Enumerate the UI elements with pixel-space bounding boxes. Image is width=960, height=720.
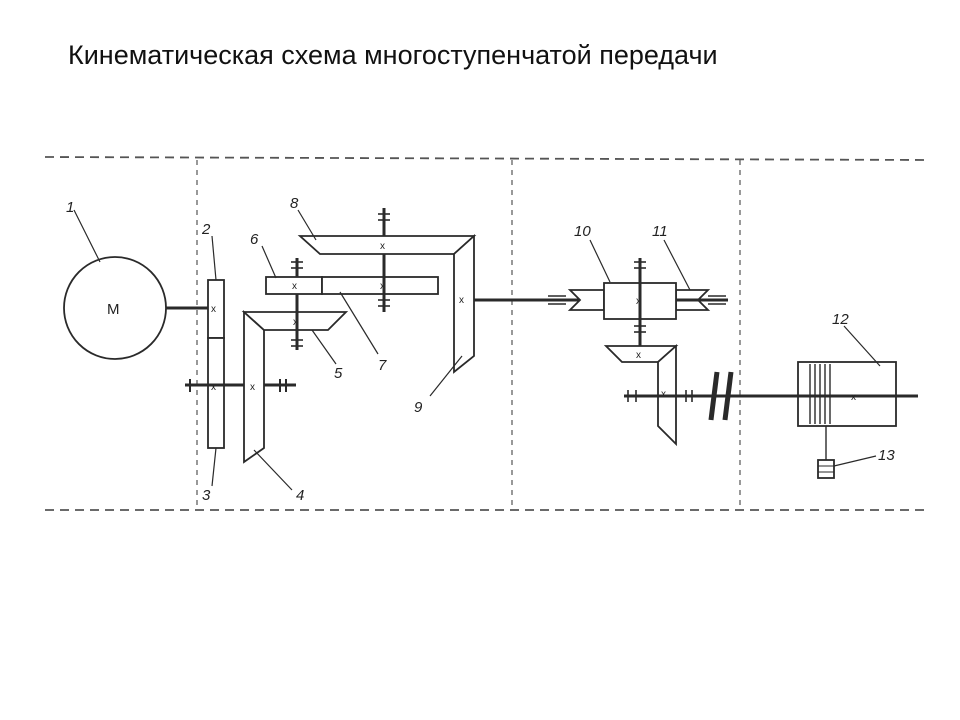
part-label-8: 8 xyxy=(290,195,299,212)
gear-mark: x xyxy=(380,241,385,252)
part-label-9: 9 xyxy=(414,399,423,416)
part-label-5: 5 xyxy=(334,365,343,382)
gear-mark: x xyxy=(211,382,216,393)
gear-mark: x xyxy=(459,295,464,306)
part-label-13: 13 xyxy=(878,447,895,464)
shaft-7 xyxy=(378,208,390,312)
motor: M xyxy=(63,256,167,360)
part-label-3: 3 xyxy=(202,487,211,504)
worm-11 xyxy=(567,289,728,311)
part-label-11: 11 xyxy=(652,223,668,240)
part-label-12: 12 xyxy=(832,311,849,328)
shaft-2 xyxy=(185,379,296,392)
gear-mark: x xyxy=(636,350,641,361)
part-label-4: 4 xyxy=(296,487,304,504)
load-13 xyxy=(817,459,835,479)
gear-mark: x xyxy=(851,392,856,403)
gear-mark: x xyxy=(292,281,297,292)
shaft-10 xyxy=(634,258,646,360)
gear-mark: x xyxy=(211,304,216,315)
frame-dividers xyxy=(196,160,741,508)
part-label-7: 7 xyxy=(378,357,387,374)
drum-12 xyxy=(797,361,918,427)
bevel-gear-9 xyxy=(453,233,475,374)
gear-3 xyxy=(207,337,225,449)
part-label-6: 6 xyxy=(250,231,259,248)
motor-label: M xyxy=(107,301,120,318)
bevel-gear-5 xyxy=(241,311,349,331)
coupling xyxy=(708,371,734,421)
shaft-6 xyxy=(291,258,303,350)
leader-lines xyxy=(73,209,881,491)
part-label-1: 1 xyxy=(66,199,74,216)
gear-mark: x xyxy=(250,382,255,393)
dashed-frame xyxy=(44,156,929,511)
part-label-2: 2 xyxy=(201,221,211,238)
bevel-gear-8 xyxy=(297,235,477,255)
part-label-10: 10 xyxy=(574,223,591,240)
gear-7 xyxy=(321,276,439,295)
page-title: Кинематическая схема многоступенчатой пе… xyxy=(68,40,718,70)
